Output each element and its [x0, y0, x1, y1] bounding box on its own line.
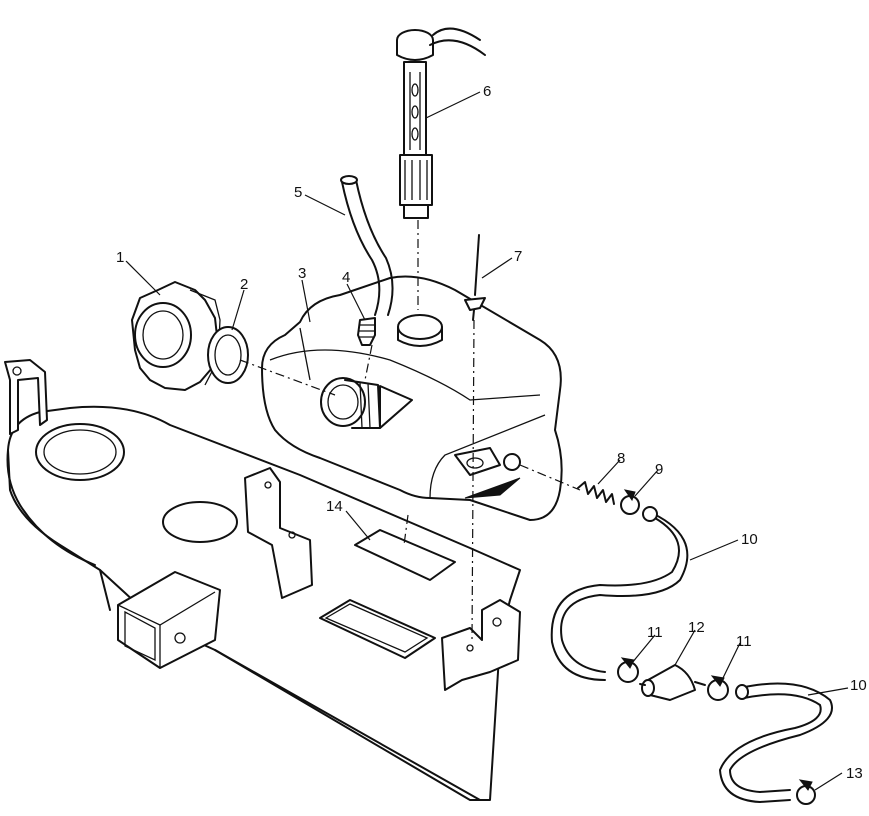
part-8-spring [577, 481, 615, 505]
part-4-fitting [357, 317, 376, 346]
callout-labels: 1 2 3 4 5 6 7 8 9 10 11 12 11 10 13 14 [116, 83, 867, 782]
part-5-vent-hose [340, 175, 394, 316]
part-10-fuel-hose-upper [550, 506, 689, 681]
part-11-clamp-left [617, 657, 639, 683]
part-3-fuel-tank [261, 275, 563, 521]
part-10-fuel-hose-lower [719, 682, 833, 803]
frame-chassis [4, 359, 521, 801]
callout-2: 2 [240, 276, 248, 293]
callout-6: 6 [483, 83, 491, 100]
callout-7: 7 [514, 248, 522, 265]
part-13-clamp [796, 779, 816, 805]
callout-8: 8 [617, 450, 625, 467]
assembly-center-lines [239, 220, 581, 641]
callout-14: 14 [326, 498, 343, 515]
callout-13: 13 [846, 765, 863, 782]
part-1-fuel-cap [131, 281, 221, 391]
callout-5: 5 [294, 184, 302, 201]
callout-11-left: 11 [647, 624, 663, 641]
part-9-clamp [620, 489, 640, 515]
callout-10-upper: 10 [741, 531, 758, 548]
callout-4: 4 [342, 269, 350, 286]
part-6-fuel-sender [396, 27, 486, 219]
callout-10-lower: 10 [850, 677, 867, 694]
leader-lines [125, 91, 849, 791]
callout-11-right: 11 [736, 633, 752, 650]
part-11-clamp-right [707, 675, 729, 701]
callout-3: 3 [298, 265, 306, 282]
part-2-gasket [207, 326, 249, 384]
part-14-pad [354, 529, 456, 581]
callout-1: 1 [116, 249, 124, 266]
callout-9: 9 [655, 461, 663, 478]
callout-12: 12 [688, 619, 705, 636]
part-12-fuel-filter [639, 664, 706, 701]
part-7-screw [464, 234, 486, 321]
